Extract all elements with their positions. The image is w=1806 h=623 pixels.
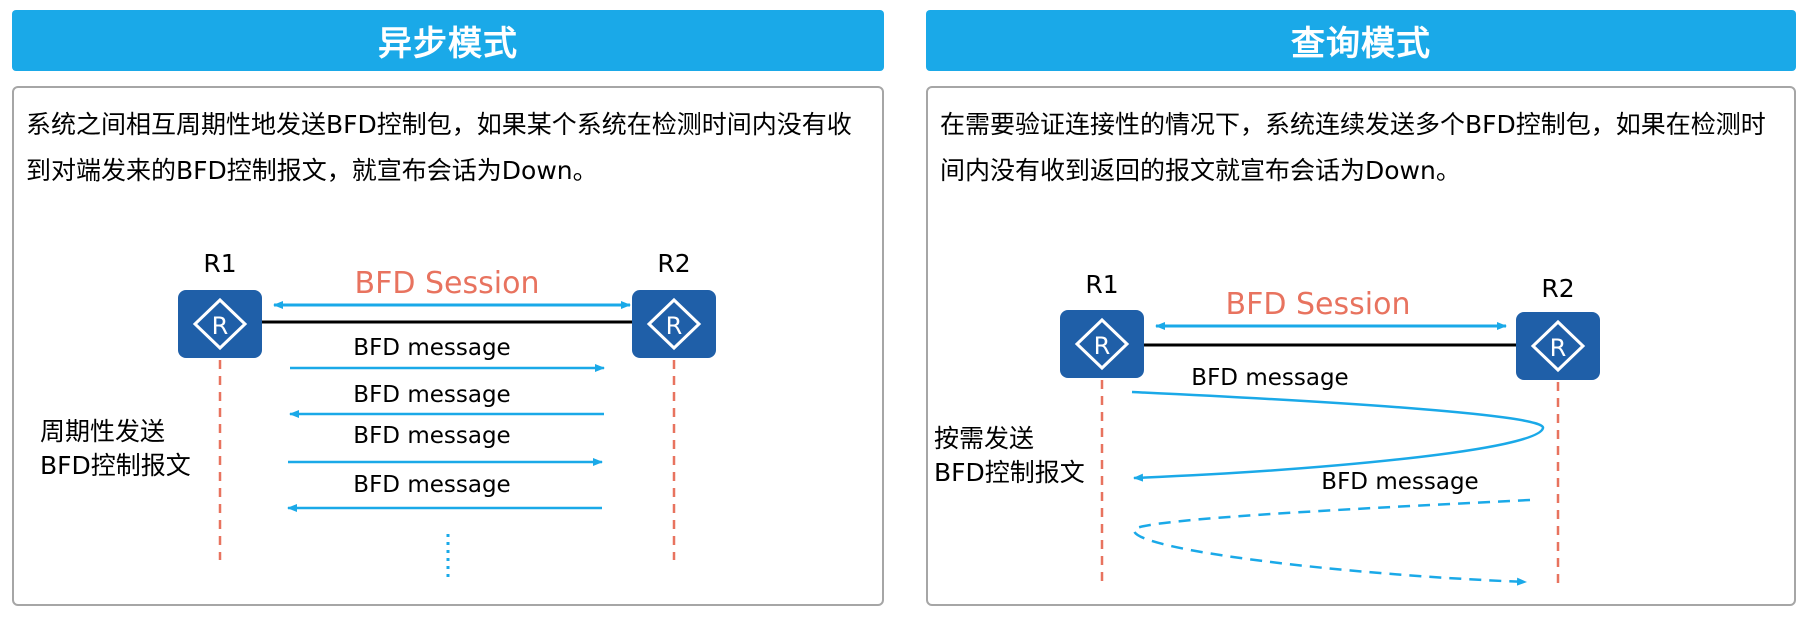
message-label-1: BFD message (353, 335, 510, 361)
router-r1-icon: R (178, 290, 262, 358)
message-curve-solid (1131, 390, 1545, 482)
demand-mode-title: 查询模式 (926, 10, 1796, 71)
svg-text:R: R (1550, 334, 1567, 362)
message-label-2: BFD message (353, 382, 510, 408)
message-label-1: BFD message (1191, 365, 1348, 391)
async-side-note: 周期性发送 BFD控制报文 (40, 417, 191, 480)
async-mode-panel: 异步模式 系统之间相互周期性地发送BFD控制包，如果某个系统在检测时间内没有收到… (12, 10, 884, 606)
router-r1-label: R1 (203, 249, 236, 278)
router-r1-label: R1 (1085, 270, 1118, 299)
async-mode-body: 系统之间相互周期性地发送BFD控制包，如果某个系统在检测时间内没有收到对端发来的… (12, 86, 884, 606)
router-r1-icon: R (1060, 310, 1144, 378)
async-mode-title: 异步模式 (12, 10, 884, 71)
svg-text:R: R (1094, 332, 1111, 360)
bfd-session-label: BFD Session (355, 266, 540, 301)
demand-mode-body: 在需要验证连接性的情况下，系统连续发送多个BFD控制包，如果在检测时间内没有收到… (926, 86, 1796, 606)
message-curve-dashed (1132, 498, 1531, 586)
router-r2-icon: R (1516, 312, 1600, 380)
async-mode-description: 系统之间相互周期性地发送BFD控制包，如果某个系统在检测时间内没有收到对端发来的… (26, 110, 852, 185)
router-r2-icon: R (632, 290, 716, 358)
router-r2-label: R2 (1541, 274, 1574, 303)
svg-text:R: R (666, 312, 683, 340)
bfd-session-label: BFD Session (1226, 287, 1411, 322)
demand-side-note: 按需发送 BFD控制报文 (934, 424, 1085, 487)
router-r2-label: R2 (657, 249, 690, 278)
message-label-4: BFD message (353, 472, 510, 498)
demand-mode-panel: 查询模式 在需要验证连接性的情况下，系统连续发送多个BFD控制包，如果在检测时间… (926, 10, 1796, 606)
demand-mode-description: 在需要验证连接性的情况下，系统连续发送多个BFD控制包，如果在检测时间内没有收到… (940, 110, 1766, 185)
svg-text:R: R (212, 312, 229, 340)
demand-mode-diagram: R1 R2 BFD Session R R BFD message BFD me… (1060, 270, 1600, 586)
async-mode-diagram: R1 R2 BFD Session R R BFD message BFD me… (178, 249, 716, 578)
message-label-3: BFD message (353, 423, 510, 449)
message-label-2: BFD message (1321, 469, 1478, 495)
